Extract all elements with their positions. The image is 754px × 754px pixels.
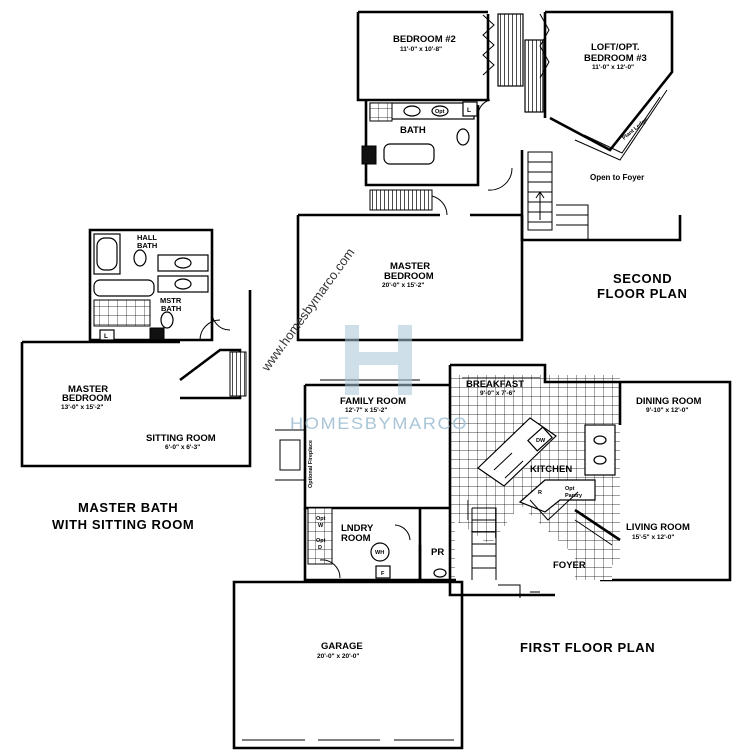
- opt-label: Opt: [435, 109, 445, 115]
- upper-master-label-2: BEDROOM: [384, 271, 434, 282]
- sitting-room-dims: 6'-0" x 6'-3": [165, 444, 200, 451]
- furnace-label: F: [381, 571, 385, 577]
- bedroom2-dims: 11'-0" x 10'-8": [400, 46, 442, 53]
- first-floor-heading: FIRST FLOOR PLAN: [520, 640, 655, 655]
- option-baths: [88, 228, 214, 342]
- powder-room-label: PR: [431, 547, 444, 558]
- opt-w-label-2: W: [318, 523, 324, 529]
- opt-d-label-1: Opt: [316, 538, 326, 544]
- option-hall-bath-2: BATH: [137, 241, 157, 250]
- option-master-bedroom: [20, 290, 252, 468]
- option-heading-2: WITH SITTING ROOM: [52, 517, 194, 532]
- dining-room-label: DINING ROOM: [636, 396, 702, 407]
- loft-bedroom-3: [543, 10, 674, 161]
- kitchen-counter: [518, 424, 616, 521]
- bedroom-2: [356, 10, 490, 102]
- fireplace-label: Optional Fireplace: [308, 440, 314, 488]
- upper-linen-label: L: [467, 107, 471, 114]
- breakfast-dims: 9'-0" x 7'-6": [480, 390, 515, 397]
- option-plan: [20, 228, 252, 468]
- opt-d-label-2: D: [318, 545, 322, 551]
- option-master-dims: 13'-0" x 15'-2": [61, 404, 104, 411]
- first-floor-plan: [232, 363, 732, 750]
- option-linen-label: L: [104, 333, 108, 340]
- brand-logo: [345, 325, 412, 395]
- water-heater-label: WH: [375, 550, 384, 556]
- upper-bath-label: BATH: [400, 125, 426, 136]
- pantry-label-2: Pantry: [565, 493, 583, 499]
- hall-bath: [361, 99, 513, 211]
- opt-w-label-1: Opt: [316, 516, 326, 522]
- loft-label-1: LOFT/OPT.: [591, 42, 640, 53]
- dining-room-dims: 9'-10" x 12'-0": [646, 407, 689, 414]
- watermark-url: www.homesbymarco.com: [258, 245, 358, 374]
- dishwasher-label: DW: [536, 438, 546, 444]
- ref-label: R: [538, 490, 542, 496]
- laundry-label-2: ROOM: [341, 533, 371, 544]
- foyer-stair: [467, 500, 613, 598]
- foyer-label: FOYER: [553, 560, 586, 571]
- family-room-label: FAMILY ROOM: [340, 396, 406, 407]
- garage-dims: 20'-0" x 20'-0": [317, 653, 360, 660]
- laundry-area: [303, 507, 422, 582]
- option-heading-1: MASTER BATH: [78, 500, 178, 515]
- breakfast-label: BREAKFAST: [466, 379, 524, 390]
- option-mstr-bath-1: MSTR: [160, 296, 182, 305]
- stairwell-top: [482, 13, 550, 113]
- pantry-label-1: Opt: [565, 486, 575, 492]
- open-to-foyer-label: Open to Foyer: [590, 173, 644, 182]
- family-room-dims: 12'-7" x 15'-2": [345, 407, 388, 414]
- watermark-brand: HOMESBYMARCO: [290, 414, 468, 433]
- garage-label: GARAGE: [321, 641, 363, 652]
- bedroom2-label: BEDROOM #2: [393, 34, 456, 45]
- option-mstr-bath-2: BATH: [161, 304, 181, 313]
- loft-label-2: BEDROOM #3: [584, 53, 647, 64]
- kitchen-label: KITCHEN: [530, 464, 572, 475]
- option-master-label-1: MASTER: [68, 384, 108, 395]
- upper-master-label-1: MASTER: [390, 261, 430, 272]
- sitting-room-label: SITTING ROOM: [146, 433, 216, 444]
- loft-dims: 11'-0" x 12'-0": [592, 64, 634, 71]
- second-floor-heading-2: FLOOR PLAN: [597, 286, 688, 301]
- open-stair: [527, 151, 589, 240]
- kitchen-island: [477, 417, 557, 487]
- second-floor-heading-1: SECOND: [613, 271, 672, 286]
- living-room-dims: 15'-5" x 12'-0": [632, 534, 675, 541]
- living-room-label: LIVING ROOM: [626, 522, 690, 533]
- upper-master-dims: 20'-0" x 15'-2": [382, 282, 425, 289]
- second-floor-plan: [296, 10, 682, 342]
- option-hall-bath-1: HALL: [137, 233, 157, 242]
- dining-living-shape: [574, 380, 732, 582]
- option-master-label-2: BEDROOM: [62, 393, 112, 404]
- powder-room: [418, 545, 456, 582]
- laundry-label-1: LNDRY: [341, 523, 374, 534]
- garage-shape: [232, 580, 464, 750]
